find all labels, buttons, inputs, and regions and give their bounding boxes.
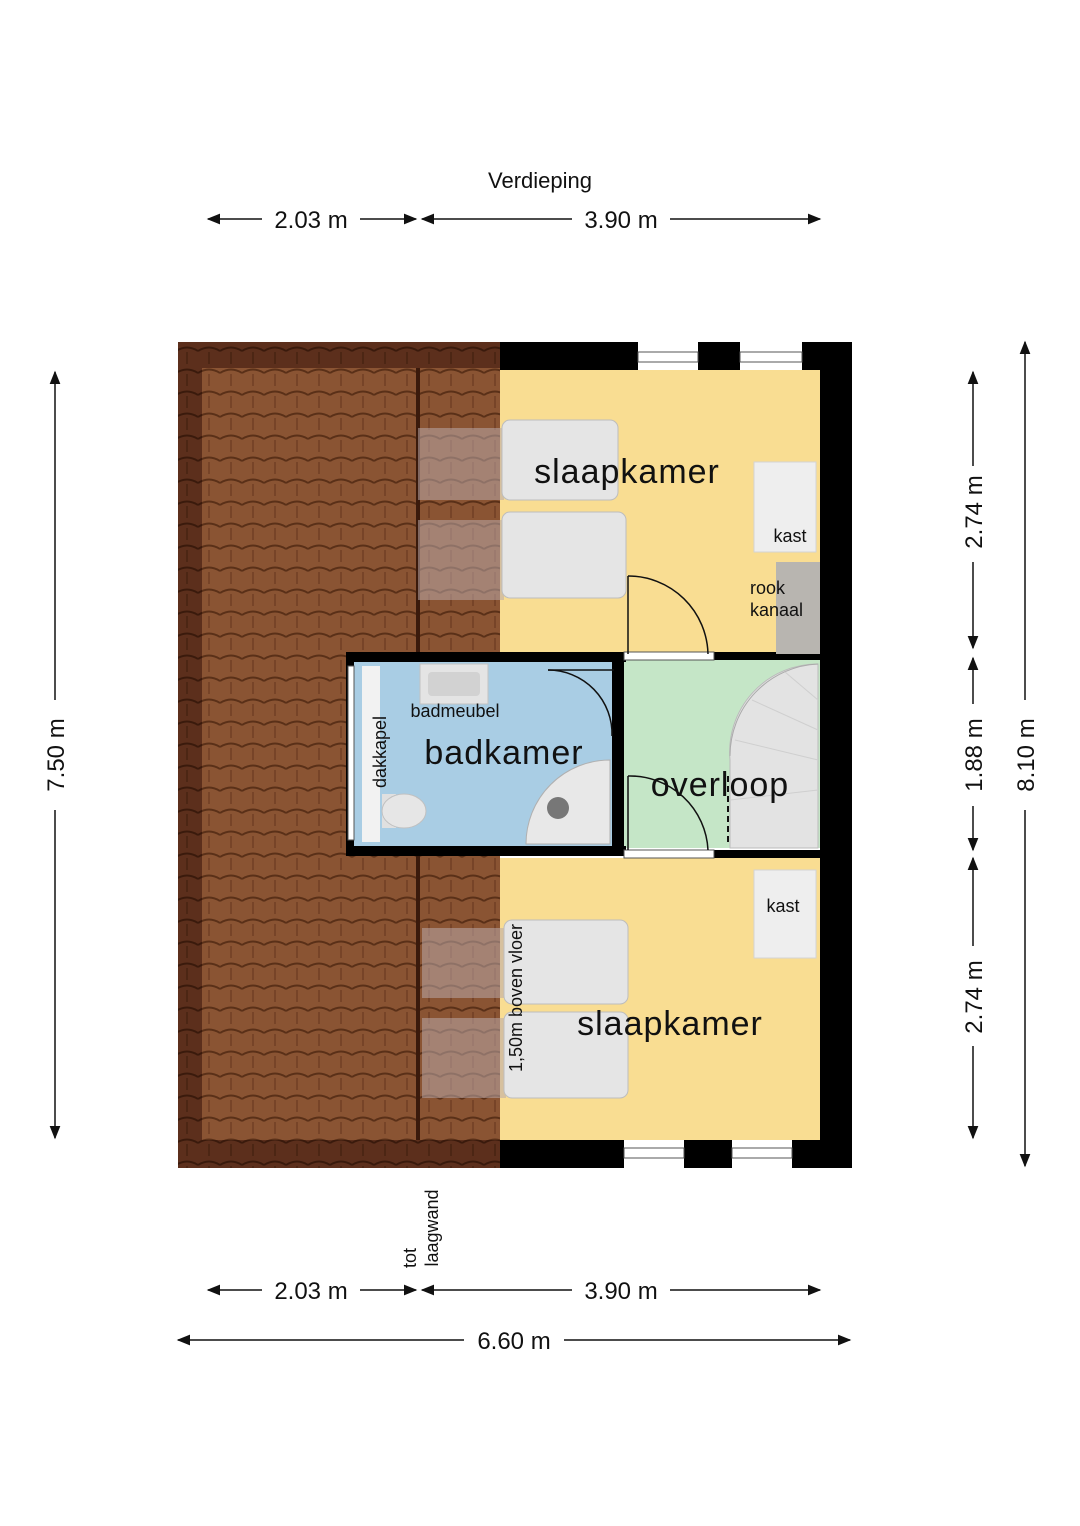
bottom-dimensions: 2.03 m 3.90 m 6.60 m: [176, 1278, 852, 1355]
rook-kanaal: [776, 562, 820, 654]
walls: [346, 342, 852, 1168]
shower: [525, 759, 611, 845]
room-label-overloop: overloop: [651, 766, 789, 804]
room-label-slaapkamer-bottom: slaapkamer: [577, 1005, 763, 1043]
doors: [547, 575, 709, 851]
spiral-stair: [727, 663, 819, 849]
bed-top-2: [418, 511, 627, 600]
dim-bottom-right: 3.90 m: [584, 1278, 657, 1305]
toilet: [381, 793, 427, 829]
label-dakkapel: dakkapel: [370, 716, 390, 788]
top-dimensions: 2.03 m 3.90 m: [206, 207, 822, 234]
label-boven-vloer: 1,50m boven vloer: [506, 924, 526, 1072]
label-kast-bottom: kast: [766, 896, 799, 916]
bed-bottom-1: [422, 919, 629, 1005]
label-kast-top: kast: [773, 526, 806, 546]
badmeubel-sink: [419, 663, 489, 705]
label-kanaal: kanaal: [750, 600, 803, 620]
dim-top-left: 2.03 m: [274, 207, 347, 234]
room-label-badkamer: badkamer: [424, 734, 583, 772]
windows: [347, 351, 803, 1159]
label-badmeubel: badmeubel: [410, 701, 499, 721]
label-rook: rook: [750, 578, 786, 598]
right-dimensions: 2.74 m 1.88 m 2.74 m 8.10 m: [961, 340, 1040, 1168]
dim-right-upper: 2.74 m: [961, 475, 988, 548]
dakkapel-strip: [362, 666, 380, 842]
label-laagwand: laagwand: [422, 1189, 442, 1266]
dim-right-middle: 1.88 m: [961, 718, 988, 791]
kast-top: [753, 461, 817, 553]
dim-top-right: 3.90 m: [584, 207, 657, 234]
dim-right-lower: 2.74 m: [961, 960, 988, 1033]
kast-bottom: [753, 869, 817, 959]
label-tot: tot: [400, 1248, 420, 1268]
dim-bottom-left: 2.03 m: [274, 1278, 347, 1305]
plan-title: Verdieping: [488, 168, 592, 193]
room-label-slaapkamer-top: slaapkamer: [534, 453, 720, 491]
dim-right-total: 8.10 m: [1013, 718, 1040, 791]
dim-left-height: 7.50 m: [43, 718, 70, 791]
left-dimension: 7.50 m: [43, 370, 70, 1140]
dim-bottom-total: 6.60 m: [477, 1328, 550, 1355]
bed-bottom-2: [422, 1011, 629, 1099]
bed-top-1: [418, 419, 619, 501]
